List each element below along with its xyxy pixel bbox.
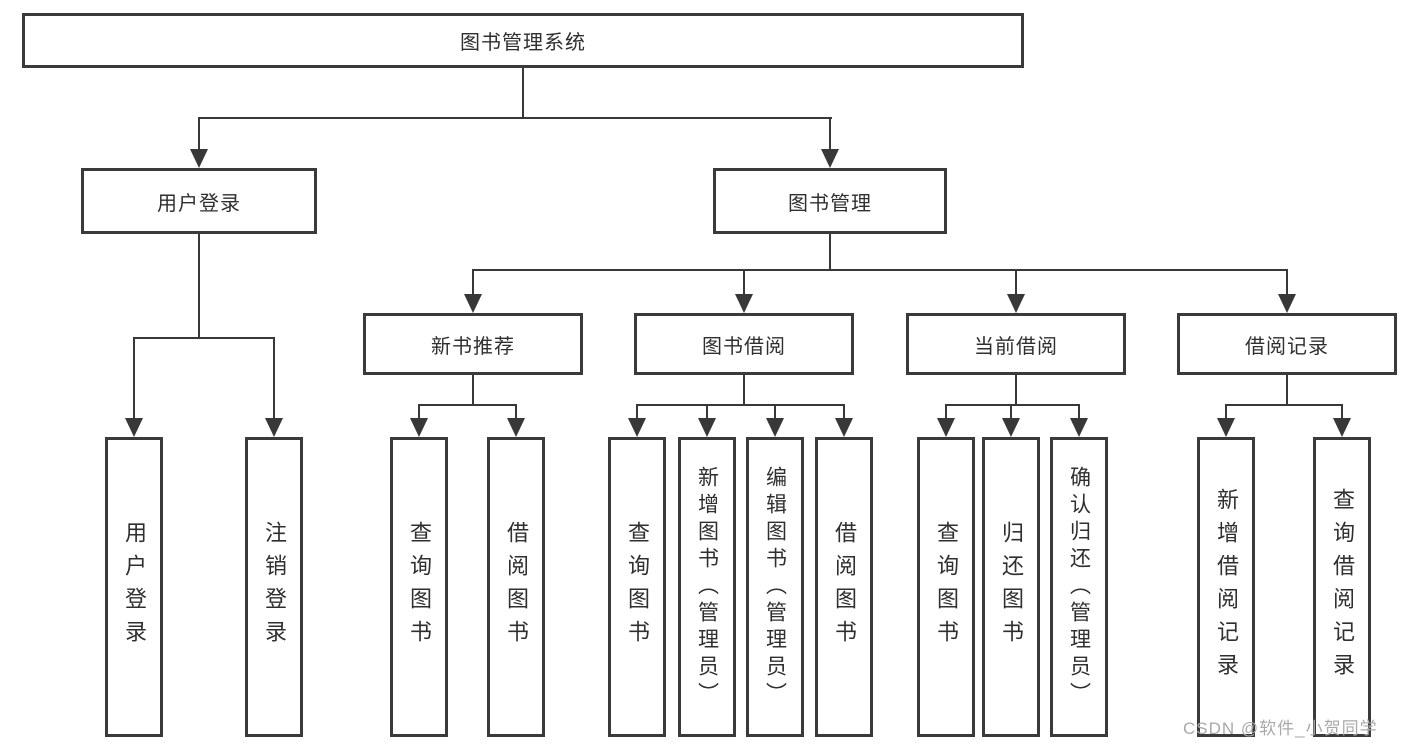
connector-line xyxy=(1078,404,1080,420)
connector-line xyxy=(273,337,275,420)
node-label: 编辑图书（管理员） xyxy=(763,465,787,709)
arrow-down-icon xyxy=(265,418,283,437)
connector-line xyxy=(1015,269,1017,296)
connector-line xyxy=(743,269,745,296)
leaf-edit-book-admin: 编辑图书（管理员） xyxy=(746,437,804,737)
leaf-add-book-admin: 新增图书（管理员） xyxy=(678,437,736,737)
connector-line xyxy=(133,337,135,420)
leaf-logout: 注销登录 xyxy=(245,437,303,737)
connector-line xyxy=(1286,269,1288,296)
csdn-watermark: CSDN @软件_小贺同学 xyxy=(1183,719,1378,738)
arrow-down-icon xyxy=(698,418,716,437)
connector-line xyxy=(133,337,275,339)
arrow-down-icon xyxy=(1333,418,1351,437)
connector-line xyxy=(636,404,845,406)
connector-line xyxy=(1015,375,1017,406)
connector-line xyxy=(418,404,517,406)
node-label: 用户登录 xyxy=(122,521,147,653)
node-label: 新书推荐 xyxy=(431,335,515,358)
leaf-return-books: 归还图书 xyxy=(982,437,1040,737)
node-label: 归还图书 xyxy=(999,521,1024,653)
leaf-add-borrow-record: 新增借阅记录 xyxy=(1197,437,1255,737)
leaf-query-books-recommend: 查询图书 xyxy=(390,437,448,737)
connector-line xyxy=(774,404,776,420)
connector-line xyxy=(472,269,1288,271)
arrow-down-icon xyxy=(821,149,839,168)
node-label: 图书管理系统 xyxy=(460,32,586,54)
node-label: 确认归还（管理员） xyxy=(1067,465,1091,709)
arrow-down-icon xyxy=(1070,418,1088,437)
node-label: 借阅记录 xyxy=(1245,335,1329,358)
connector-line xyxy=(472,269,474,296)
connector-line xyxy=(1286,375,1288,406)
leaf-query-books-current: 查询图书 xyxy=(917,437,975,737)
connector-line xyxy=(636,404,638,420)
connector-line xyxy=(829,234,831,270)
node-label: 新增图书（管理员） xyxy=(695,465,719,709)
leaf-confirm-return-admin: 确认归还（管理员） xyxy=(1050,437,1108,737)
arrow-down-icon xyxy=(410,418,428,437)
connector-line xyxy=(1225,404,1227,420)
connector-line xyxy=(198,117,832,119)
node-label: 查询图书 xyxy=(407,521,432,653)
arrow-down-icon xyxy=(1002,418,1020,437)
connector-line xyxy=(515,404,517,420)
leaf-borrow-books-recommend: 借阅图书 xyxy=(487,437,545,737)
node-label: 图书管理 xyxy=(788,192,872,215)
arrow-down-icon xyxy=(125,418,143,437)
node-library-management-system: 图书管理系统 xyxy=(22,13,1024,68)
arrow-down-icon xyxy=(1217,418,1235,437)
connector-line xyxy=(945,404,947,420)
connector-line xyxy=(1341,404,1343,420)
leaf-query-borrow-record: 查询借阅记录 xyxy=(1313,437,1371,737)
arrow-down-icon xyxy=(190,149,208,168)
connector-line xyxy=(843,404,845,420)
node-label: 新增借阅记录 xyxy=(1214,488,1239,686)
connector-line xyxy=(418,404,420,420)
arrow-down-icon xyxy=(735,294,753,313)
arrow-down-icon xyxy=(766,418,784,437)
arrow-down-icon xyxy=(835,418,853,437)
node-label: 当前借阅 xyxy=(974,335,1058,358)
node-borrowing-records: 借阅记录 xyxy=(1177,313,1397,375)
connector-line xyxy=(706,404,708,420)
node-current-borrowing: 当前借阅 xyxy=(906,313,1126,375)
connector-line xyxy=(522,68,524,118)
connector-line xyxy=(198,117,200,151)
node-label: 查询借阅记录 xyxy=(1330,488,1355,686)
arrow-down-icon xyxy=(464,294,482,313)
leaf-borrow-books: 借阅图书 xyxy=(815,437,873,737)
arrow-down-icon xyxy=(1278,294,1296,313)
arrow-down-icon xyxy=(628,418,646,437)
node-new-book-recommendation: 新书推荐 xyxy=(363,313,583,375)
connector-line xyxy=(1010,404,1012,420)
node-user-login: 用户登录 xyxy=(81,168,317,234)
connector-line xyxy=(1225,404,1343,406)
leaf-user-login: 用户登录 xyxy=(105,437,163,737)
leaf-query-books-borrow: 查询图书 xyxy=(608,437,666,737)
node-label: 查询图书 xyxy=(625,521,650,653)
node-book-management: 图书管理 xyxy=(713,168,947,234)
node-label: 图书借阅 xyxy=(702,335,786,358)
arrow-down-icon xyxy=(937,418,955,437)
node-label: 注销登录 xyxy=(262,521,287,653)
node-book-borrowing: 图书借阅 xyxy=(634,313,854,375)
connector-line xyxy=(198,234,200,338)
node-label: 借阅图书 xyxy=(832,521,857,653)
node-label: 查询图书 xyxy=(934,521,959,653)
connector-line xyxy=(829,117,831,151)
arrow-down-icon xyxy=(1007,294,1025,313)
node-label: 用户登录 xyxy=(157,192,241,215)
connector-line xyxy=(472,375,474,406)
connector-line xyxy=(945,404,1080,406)
node-label: 借阅图书 xyxy=(504,521,529,653)
connector-line xyxy=(743,375,745,406)
arrow-down-icon xyxy=(507,418,525,437)
